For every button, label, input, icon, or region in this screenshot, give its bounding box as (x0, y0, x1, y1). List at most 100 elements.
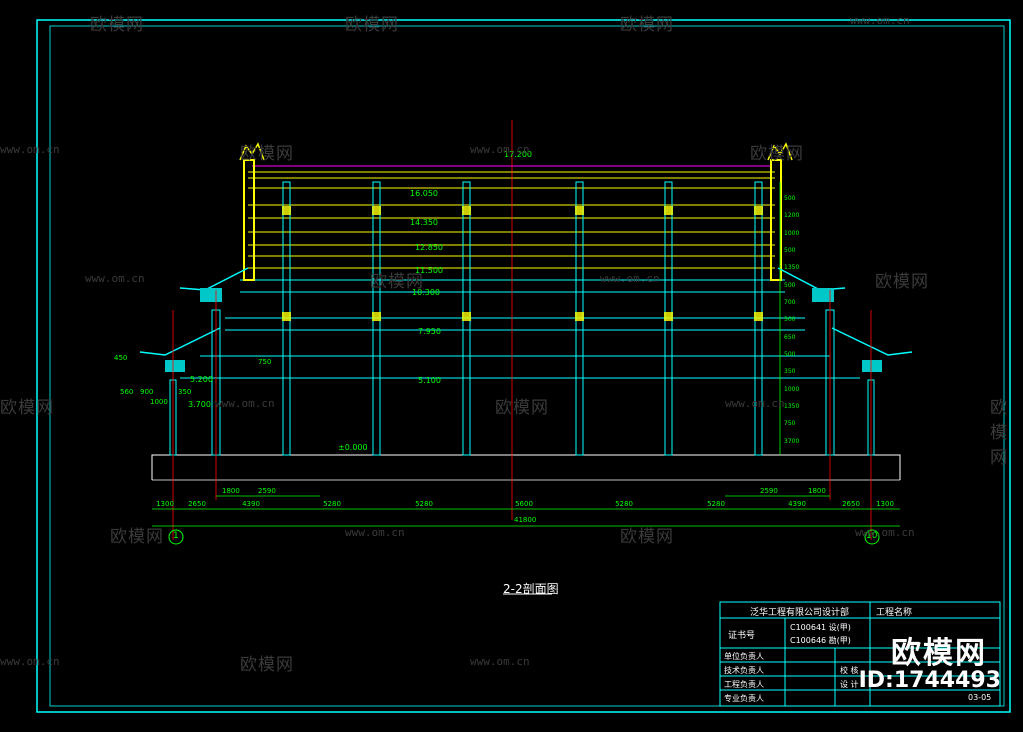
watermark: 欧模网 (240, 655, 294, 675)
left-upper-eave (179, 267, 249, 291)
brand-id: ID:1744493 (858, 668, 1001, 693)
axis-lines (172, 120, 872, 540)
watermark-url: www.om.cn (345, 526, 405, 539)
elev-6: 10.300 (412, 288, 440, 297)
dim: 1350 (784, 403, 800, 411)
elev-top: 17.200 (504, 150, 532, 159)
watermark-url: www.om.cn (725, 397, 785, 410)
elev-10: 3.700 (188, 400, 211, 409)
project-label: 工程名称 (876, 608, 913, 618)
dim: 2650 (188, 500, 206, 508)
dim: 900 (140, 388, 154, 396)
bottom-dimensions: 1300 2650 4390 5280 5280 5600 5280 5280 … (152, 500, 900, 510)
dim-upper-1: 1800 (222, 487, 240, 495)
watermark: 欧模网 (990, 398, 1008, 468)
elev-5: 11.500 (415, 266, 443, 275)
dim: 450 (114, 354, 128, 362)
company-name: 泛华工程有限公司设计部 (750, 608, 850, 618)
watermark-url: www.om.cn (470, 143, 530, 156)
row-2: 技术负责人 (724, 666, 764, 675)
elev-7: 7.950 (418, 327, 441, 336)
dim: 1000 (150, 398, 168, 406)
dim: 4390 (242, 500, 260, 508)
watermark-url: www.om.cn (850, 14, 910, 27)
watermark-url: www.om.cn (0, 143, 60, 156)
dim-upper-2: 2590 (258, 487, 276, 495)
roof-purlins (248, 171, 775, 269)
dim: 5280 (323, 500, 341, 508)
elev-4: 12.850 (415, 243, 443, 252)
dim: 350 (178, 388, 192, 396)
beams (180, 279, 860, 379)
ground-platform (151, 454, 901, 480)
drawing-no: 03-05 (968, 693, 992, 702)
watermark-url: www.om.cn (0, 655, 60, 668)
brand-logo: 欧模网 (891, 636, 987, 671)
right-ridge-ornament (770, 159, 782, 281)
watermark: 欧模网 (0, 398, 54, 418)
dim: 5280 (415, 500, 433, 508)
elev-ground: ±0.000 (338, 443, 368, 452)
elev-9: 5.100 (418, 376, 441, 385)
watermark: 欧模网 (495, 398, 549, 418)
dim: 750 (784, 420, 796, 428)
axis-label-10: 10 (866, 531, 878, 541)
watermark-url: www.om.cn (600, 272, 660, 285)
watermark: 欧模网 (620, 15, 674, 35)
left-lower-eave (139, 327, 221, 356)
dim: 3700 (784, 437, 800, 445)
watermark: 欧模网 (750, 144, 804, 164)
dim: 4390 (788, 500, 806, 508)
dim: 1000 (784, 385, 800, 393)
column-joints (282, 206, 763, 321)
outer-frame (36, 19, 1011, 713)
role-2: 设 计 (840, 680, 859, 689)
dim: 1200 (784, 212, 800, 220)
elev-8: 5.200 (190, 375, 213, 384)
dim: 750 (258, 358, 272, 366)
watermark: 欧模网 (110, 527, 164, 547)
elev-2: 16.050 (410, 189, 438, 198)
dim: 650 (784, 333, 796, 341)
title-block (719, 601, 1001, 707)
axis-label-1: 1 (173, 531, 179, 541)
dim: 5280 (615, 500, 633, 508)
dim: 1350 (784, 264, 800, 272)
watermark: 欧模网 (240, 144, 294, 164)
watermark: 欧模网 (370, 272, 424, 292)
watermark-url: www.om.cn (855, 526, 915, 539)
dim: 1300 (876, 500, 894, 508)
dim: 500 (784, 351, 796, 359)
watermark: 欧模网 (875, 272, 929, 292)
axis-circle-10 (864, 529, 880, 545)
right-lower-eave (831, 327, 913, 356)
dim: 1300 (156, 500, 174, 508)
dim: 500 (784, 195, 796, 202)
dim: 1000 (784, 229, 800, 237)
dim: 500 (784, 247, 796, 255)
dim: 500 (784, 316, 796, 324)
dim: 5280 (707, 500, 725, 508)
brackets (165, 288, 882, 372)
dim-upper-4: 1800 (808, 487, 826, 495)
dim-upper-3: 2590 (760, 487, 778, 495)
watermark: 欧模网 (345, 15, 399, 35)
watermark-url: www.om.cn (470, 655, 530, 668)
dim: 560 (120, 388, 134, 396)
cert-2: C100646 勘(甲) (790, 636, 851, 645)
watermark-url: www.om.cn (215, 397, 275, 410)
right-dimensions: 500 1200 1000 500 1350 500 700 500 650 5… (784, 195, 800, 445)
left-ridge-ornament (243, 159, 255, 281)
elev-3: 14.350 (410, 218, 438, 227)
inner-frame (49, 25, 1005, 707)
dim-total: 41800 (514, 516, 537, 524)
watermark-url: www.om.cn (85, 272, 145, 285)
role-1: 校 核 (840, 666, 859, 675)
dim: 2650 (842, 500, 860, 508)
watermark: 欧模网 (90, 15, 144, 35)
cert-label: 证书号 (728, 631, 756, 641)
row-1: 单位负责人 (724, 652, 764, 661)
dim: 500 (784, 281, 796, 289)
